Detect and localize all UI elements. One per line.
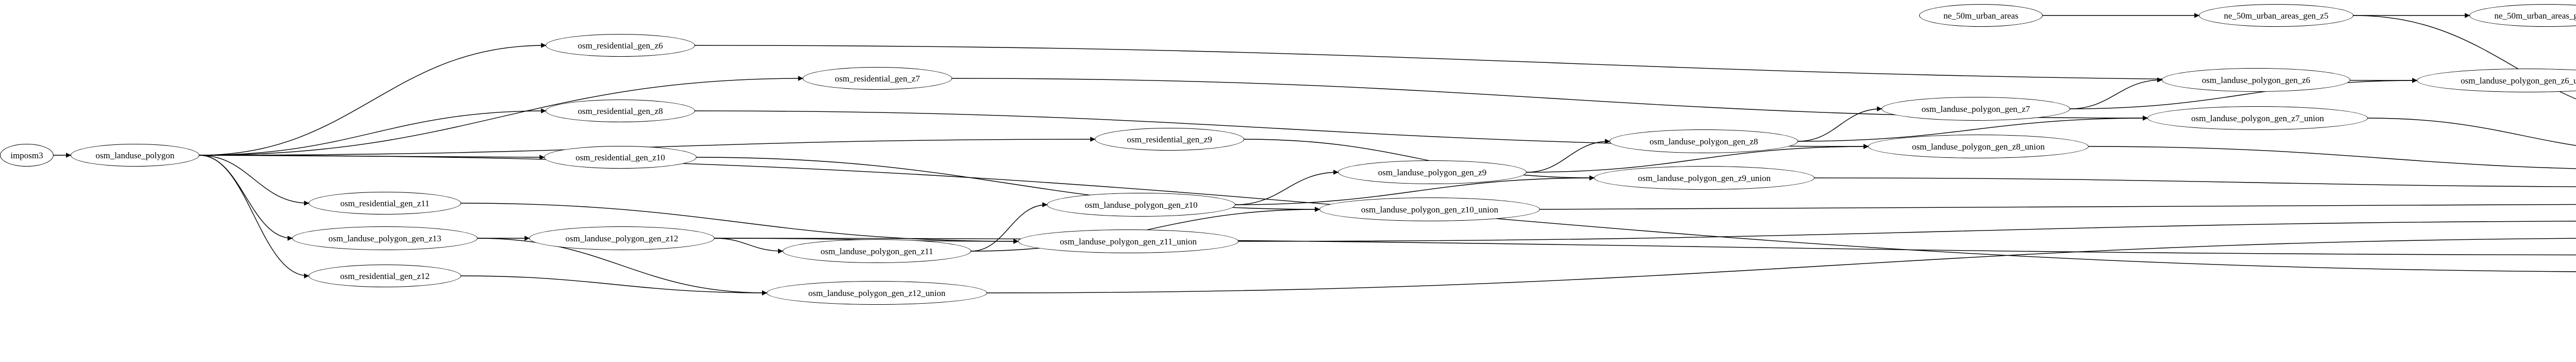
edge-osm_landuse_polygon_gen_z12_union-to-layer_landuse_z12 (987, 238, 2576, 293)
node-label: osm_residential_gen_z12 (340, 271, 430, 281)
node-osm-residential-gen-z6[interactable]: osm_residential_gen_z6 (546, 34, 695, 57)
edge-osm_residential_gen_z12-to-osm_landuse_polygon_gen_z12_union (461, 275, 767, 295)
node-label: osm_landuse_polygon_gen_z11 (820, 246, 934, 256)
node-label: osm_landuse_polygon_gen_z8 (1649, 136, 1758, 146)
node-osm-residential-gen-z10[interactable]: osm_residential_gen_z10 (544, 146, 697, 169)
node-osm-landuse-polygon-gen-z10-union[interactable]: osm_landuse_polygon_gen_z10_union (1319, 198, 1540, 221)
node-osm-landuse-polygon-gen-z11-union[interactable]: osm_landuse_polygon_gen_z11_union (1018, 229, 1239, 253)
node-label: osm_landuse_polygon_gen_z6_union (2461, 75, 2576, 86)
edge-osm_landuse_polygon-to-osm_residential_gen_z8 (199, 108, 546, 156)
node-label: osm_residential_gen_z11 (340, 198, 430, 208)
node-osm-residential-gen-z7[interactable]: osm_residential_gen_z7 (803, 67, 952, 90)
node-ne-50m-urban-areas-gen-z5[interactable]: ne_50m_urban_areas_gen_z5 (2199, 4, 2353, 27)
edge-osm_landuse_polygon-to-osm_residential_gen_z6 (199, 43, 546, 156)
node-label: ne_50m_urban_areas_gen_z4 (2494, 10, 2576, 21)
node-label: imposm3 (10, 150, 43, 160)
edge-osm_landuse_polygon_gen_z8_union-to-layer_landuse_z8 (2088, 146, 2576, 169)
node-label: osm_landuse_polygon_gen_z10 (1084, 200, 1198, 210)
node-label: osm_residential_gen_z10 (575, 152, 665, 162)
node-imposm3[interactable]: imposm3 (0, 144, 54, 167)
node-label: osm_landuse_polygon_gen_z12_union (808, 288, 946, 298)
edge-osm_landuse_polygon_gen_z8-to-osm_landuse_polygon_gen_z7_union (1798, 116, 2148, 142)
node-label: osm_landuse_polygon_gen_z9_union (1638, 173, 1771, 183)
node-ne-50m-urban-areas[interactable]: ne_50m_urban_areas (1919, 4, 2043, 27)
node-osm-landuse-polygon-gen-z6[interactable]: osm_landuse_polygon_gen_z6 (2162, 68, 2350, 92)
node-osm-residential-gen-z8[interactable]: osm_residential_gen_z8 (546, 100, 695, 122)
edge-osm_landuse_polygon_gen_z7-to-osm_landuse_polygon_gen_z6_union (2070, 78, 2417, 109)
edge-osm_landuse_polygon_gen_z7_union-to-layer_landuse_z7 (2367, 118, 2576, 146)
node-label: ne_50m_urban_areas_gen_z5 (2224, 10, 2329, 21)
node-label: osm_landuse_polygon_gen_z9 (1378, 167, 1487, 177)
node-label: osm_residential_gen_z7 (835, 73, 920, 84)
node-osm-landuse-polygon-gen-z11[interactable]: osm_landuse_polygon_gen_z11 (783, 239, 971, 263)
edge-osm_landuse_polygon_gen_z12-to-layer_landuse_z13 (714, 238, 2576, 256)
node-label: osm_residential_gen_z9 (1127, 134, 1212, 144)
edge-osm_landuse_polygon-to-osm_residential_gen_z7 (199, 76, 803, 156)
edge-osm_landuse_polygon-to-osm_residential_gen_z12 (199, 155, 309, 278)
edge-osm_landuse_polygon-to-osm_residential_gen_z11 (199, 155, 309, 206)
node-label: ne_50m_urban_areas (1943, 10, 2019, 21)
node-osm-landuse-polygon[interactable]: osm_landuse_polygon (71, 144, 199, 167)
node-label: osm_landuse_polygon_gen_z7_union (2191, 113, 2324, 123)
node-label: osm_landuse_polygon_gen_z6 (2201, 75, 2311, 85)
edge-osm_landuse_polygon_gen_z8-to-osm_landuse_polygon_gen_z7 (1798, 106, 1882, 142)
edge-osm_residential_gen_z6-to-osm_landuse_polygon_gen_z6_union (694, 45, 2417, 83)
node-osm-residential-gen-z12[interactable]: osm_residential_gen_z12 (309, 265, 461, 287)
edge-osm_landuse_polygon_gen_z12-to-osm_landuse_polygon_gen_z11 (714, 238, 783, 254)
node-label: osm_landuse_polygon_gen_z12 (565, 233, 679, 243)
edge-ne_50m_urban_areas_gen_z5-to-layer_landuse_z5 (2353, 15, 2576, 100)
node-osm-landuse-polygon-gen-z8-union[interactable]: osm_landuse_polygon_gen_z8_union (1868, 135, 2089, 158)
node-osm-landuse-polygon-gen-z7-union[interactable]: osm_landuse_polygon_gen_z7_union (2147, 106, 2368, 130)
node-label: osm_residential_gen_z6 (578, 40, 663, 51)
node-osm-landuse-polygon-gen-z8[interactable]: osm_landuse_polygon_gen_z8 (1609, 129, 1798, 153)
node-osm-landuse-polygon-gen-z13[interactable]: osm_landuse_polygon_gen_z13 (292, 226, 478, 250)
node-label: osm_landuse_polygon_gen_z13 (328, 233, 442, 243)
node-osm-residential-gen-z9[interactable]: osm_residential_gen_z9 (1095, 128, 1244, 151)
edge-osm_landuse_polygon_gen_z9_union-to-layer_landuse_z9 (1814, 177, 2576, 187)
edge-osm_landuse_polygon_gen_z10_union-to-layer_landuse_z10 (1539, 203, 2576, 210)
node-osm-landuse-polygon-gen-z12[interactable]: osm_landuse_polygon_gen_z12 (529, 226, 715, 250)
edge-osm_landuse_polygon_gen_z11_union-to-layer_landuse_z11 (1238, 221, 2576, 242)
node-label: osm_landuse_polygon_gen_z10_union (1361, 204, 1499, 215)
edge-osm_landuse_polygon-to-osm_landuse_polygon_gen_z13 (199, 155, 293, 241)
node-label: osm_landuse_polygon_gen_z8_union (1912, 141, 2045, 152)
edge-osm_landuse_polygon_gen_z9-to-osm_landuse_polygon_gen_z8 (1526, 139, 1610, 173)
node-osm-landuse-polygon-gen-z12-union[interactable]: osm_landuse_polygon_gen_z12_union (767, 281, 987, 305)
edge-osm_residential_gen_z9-to-osm_landuse_polygon_gen_z9_union (1244, 139, 1595, 180)
edge-osm_landuse_polygon_gen_z11-to-osm_landuse_polygon_gen_z10 (971, 202, 1047, 252)
node-osm-residential-gen-z11[interactable]: osm_residential_gen_z11 (309, 192, 461, 215)
edge-osm_landuse_polygon_gen_z7-to-osm_landuse_polygon_gen_z6 (2070, 77, 2162, 109)
node-label: osm_landuse_polygon_gen_z7 (1921, 104, 2030, 114)
node-osm-landuse-polygon-gen-z9-union[interactable]: osm_landuse_polygon_gen_z9_union (1594, 166, 1815, 190)
node-label: osm_residential_gen_z8 (578, 106, 663, 116)
node-osm-landuse-polygon-gen-z10[interactable]: osm_landuse_polygon_gen_z10 (1047, 193, 1235, 217)
node-label: osm_landuse_polygon_gen_z11_union (1060, 236, 1197, 246)
edge-osm_landuse_polygon_gen_z10-to-osm_landuse_polygon_gen_z9_union (1235, 175, 1595, 205)
edge-osm_landuse_polygon_gen_z9-to-osm_landuse_polygon_gen_z8_union (1526, 144, 1869, 173)
node-label: osm_landuse_polygon (95, 150, 175, 160)
edge-osm_landuse_polygon_gen_z10-to-osm_landuse_polygon_gen_z9 (1235, 170, 1338, 205)
edge-osm_landuse_polygon_gen_z13-to-osm_landuse_polygon_gen_z12_union (477, 238, 767, 295)
edge-osm_residential_gen_z11-to-osm_landuse_polygon_gen_z11_union (461, 203, 1019, 244)
node-osm-landuse-polygon-gen-z7[interactable]: osm_landuse_polygon_gen_z7 (1882, 97, 2070, 121)
node-osm-landuse-polygon-gen-z9[interactable]: osm_landuse_polygon_gen_z9 (1338, 160, 1527, 184)
